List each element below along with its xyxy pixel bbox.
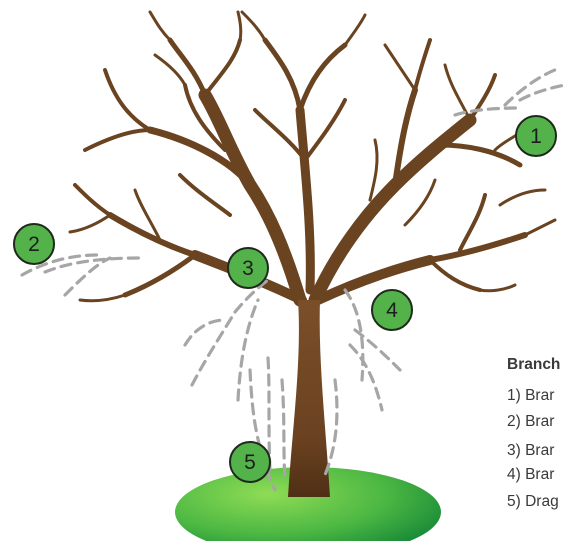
marker-3: 3: [227, 247, 269, 289]
legend-item-4: 4) Brar: [507, 466, 555, 483]
tree-trunk: [288, 300, 330, 497]
marker-3-label: 3: [242, 257, 254, 280]
tree-branches: [68, 10, 557, 307]
marker-5: 5: [229, 441, 271, 483]
marker-1: 1: [515, 115, 557, 157]
dashed-paths: [20, 66, 565, 492]
legend: Branch 1) Brar 2) Brar 3) Brar 4) Brar 5…: [507, 356, 565, 541]
marker-4: 4: [371, 289, 413, 331]
marker-5-label: 5: [244, 451, 256, 474]
grass-mound: [175, 467, 441, 541]
legend-title: Branch: [507, 356, 561, 373]
legend-item-3: 3) Brar: [507, 442, 555, 459]
marker-2-label: 2: [28, 233, 40, 256]
legend-item-5: 5) Drag: [507, 493, 559, 510]
marker-4-label: 4: [386, 299, 398, 322]
marker-2: 2: [13, 223, 55, 265]
marker-1-label: 1: [530, 125, 542, 148]
legend-item-1: 1) Brar: [507, 387, 555, 404]
legend-item-2: 2) Brar: [507, 413, 555, 430]
